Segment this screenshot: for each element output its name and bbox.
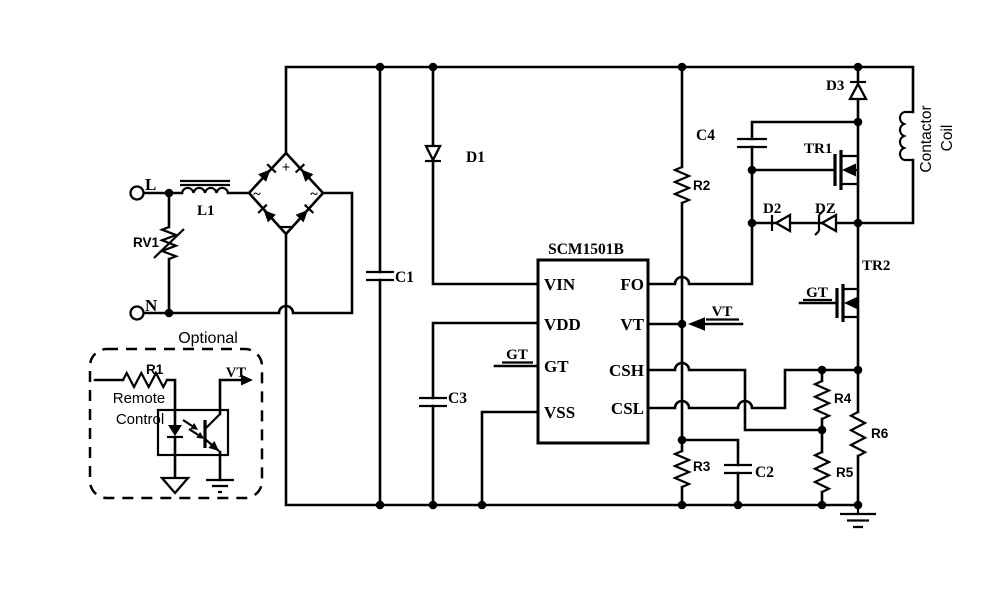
resistor-r6-label: R6 — [871, 426, 889, 441]
opto-light-arrow-icon — [182, 419, 199, 430]
tr2-gt-signal-label: GT — [806, 285, 828, 301]
bridge-diode-bottom-left — [257, 203, 276, 223]
opto-light-arrow-icon — [188, 428, 205, 439]
resistor-r5-symbol — [812, 451, 832, 493]
bridge-diode-bottom-right — [295, 203, 315, 223]
diode-d2-symbol — [770, 213, 792, 233]
top-rail-wire — [284, 65, 915, 155]
resistor-r2-label: R2 — [693, 178, 710, 193]
vdd-c3-wire — [431, 321, 540, 507]
resistor-r1-label: R1 — [146, 362, 164, 377]
bridge-diode-top-left — [258, 163, 277, 182]
ic-pin-vt: VT — [620, 315, 644, 334]
wire-net — [142, 65, 915, 507]
resistor-r6-symbol — [848, 411, 868, 457]
capacitor-c1-label: C1 — [395, 269, 414, 286]
mosfet-tr2-label: TR2 — [862, 258, 890, 274]
ic-pin-csh: CSH — [609, 361, 644, 380]
fo-wire — [646, 221, 754, 286]
opto-phototransistor-icon — [203, 413, 221, 452]
contactor-coil-symbol — [898, 110, 913, 162]
ic-pin-fo: FO — [620, 275, 644, 294]
neutral-input-wire — [142, 191, 354, 315]
resistor-r5-label: R5 — [836, 465, 854, 480]
ic-pin-vin: VIN — [544, 275, 576, 294]
capacitor-c2-symbol — [724, 463, 752, 475]
ic-pin-csl: CSL — [611, 399, 644, 418]
diode-d3-symbol — [848, 80, 868, 101]
resistor-r4-label: R4 — [834, 391, 852, 406]
contactor-coil-label-line1: Contactor — [918, 105, 935, 172]
capacitor-c2-label: C2 — [755, 464, 774, 481]
resistor-r3-label: R3 — [693, 459, 711, 474]
mosfet-tr1-symbol — [833, 150, 858, 190]
bridge-ac-left-mark: ~ — [253, 187, 261, 202]
line-terminal-label: L — [145, 175, 156, 194]
diode-d3-label: D3 — [826, 78, 844, 94]
optocoupler-body — [156, 408, 230, 457]
varistor-rv1-label: RV1 — [133, 235, 160, 250]
resistor-r4-symbol — [812, 379, 832, 421]
c4-gate-trunk-wire — [750, 120, 860, 225]
earth-ground-icon — [840, 505, 876, 529]
d2-dz-coil-wire — [750, 158, 915, 225]
vt-arrowhead-icon — [688, 317, 705, 331]
junction-dots — [164, 62, 863, 510]
remote-label-line2: Control — [116, 411, 164, 428]
inductor-l1-symbol — [180, 179, 230, 194]
ic-vt-signal-label: VT — [712, 304, 733, 320]
bridge-diode-top-right — [294, 163, 314, 182]
capacitor-c3-symbol — [419, 396, 447, 408]
line-terminal — [129, 185, 145, 201]
signal-ground-icon — [159, 476, 191, 495]
zener-dz-label: DZ — [815, 201, 836, 217]
varistor-rv1-symbol — [153, 225, 185, 261]
remote-label-line1: Remote — [113, 390, 166, 407]
opto-led-icon — [167, 425, 183, 439]
ic-gt-signal-label: GT — [506, 347, 528, 363]
capacitor-c3-label: C3 — [448, 390, 467, 407]
optocoupler-circuit — [93, 370, 253, 495]
capacitor-c4-symbol — [737, 137, 767, 149]
csl-wire — [646, 368, 824, 410]
capacitor-c4-label: C4 — [696, 127, 715, 144]
ic-pin-vss: VSS — [544, 403, 575, 422]
optional-caption: Optional — [178, 330, 238, 347]
resistor-r2-symbol — [672, 165, 692, 205]
opto-vt-signal-label: VT — [226, 365, 246, 381]
bridge-rectifier-symbol — [247, 151, 325, 236]
vss-wire — [480, 410, 540, 507]
bottom-rail-wire — [284, 232, 860, 507]
vt-out-arrowhead-icon — [241, 374, 253, 386]
earth-ground-icon — [206, 478, 234, 494]
diode-d1-label: D1 — [466, 149, 485, 166]
bridge-ac-right-mark: ~ — [310, 187, 318, 202]
mosfet-tr2-symbol — [835, 284, 858, 322]
mosfet-tr1-label: TR1 — [804, 141, 832, 157]
ic-pin-gt: GT — [544, 357, 569, 376]
ic-title: SCM1501B — [548, 241, 624, 258]
contactor-coil-label-line2: Coil — [939, 125, 956, 152]
diode-d1-symbol — [424, 144, 442, 163]
capacitor-c1-symbol — [366, 270, 394, 282]
bridge-plus-mark: + — [282, 160, 291, 176]
neutral-terminal — [129, 305, 145, 321]
resistor-r3-symbol — [672, 449, 692, 489]
ic-pin-vdd: VDD — [544, 315, 581, 334]
zener-dz-symbol — [814, 210, 838, 236]
c2-branch-wire — [680, 438, 740, 507]
resistor-r1-symbol — [122, 370, 168, 390]
diode-d2-label: D2 — [763, 201, 781, 217]
neutral-terminal-label: N — [145, 296, 158, 315]
csh-wire — [646, 361, 824, 432]
inductor-l1-label: L1 — [197, 203, 215, 219]
ic-body — [536, 258, 650, 445]
d1-vin-wire — [431, 65, 540, 286]
